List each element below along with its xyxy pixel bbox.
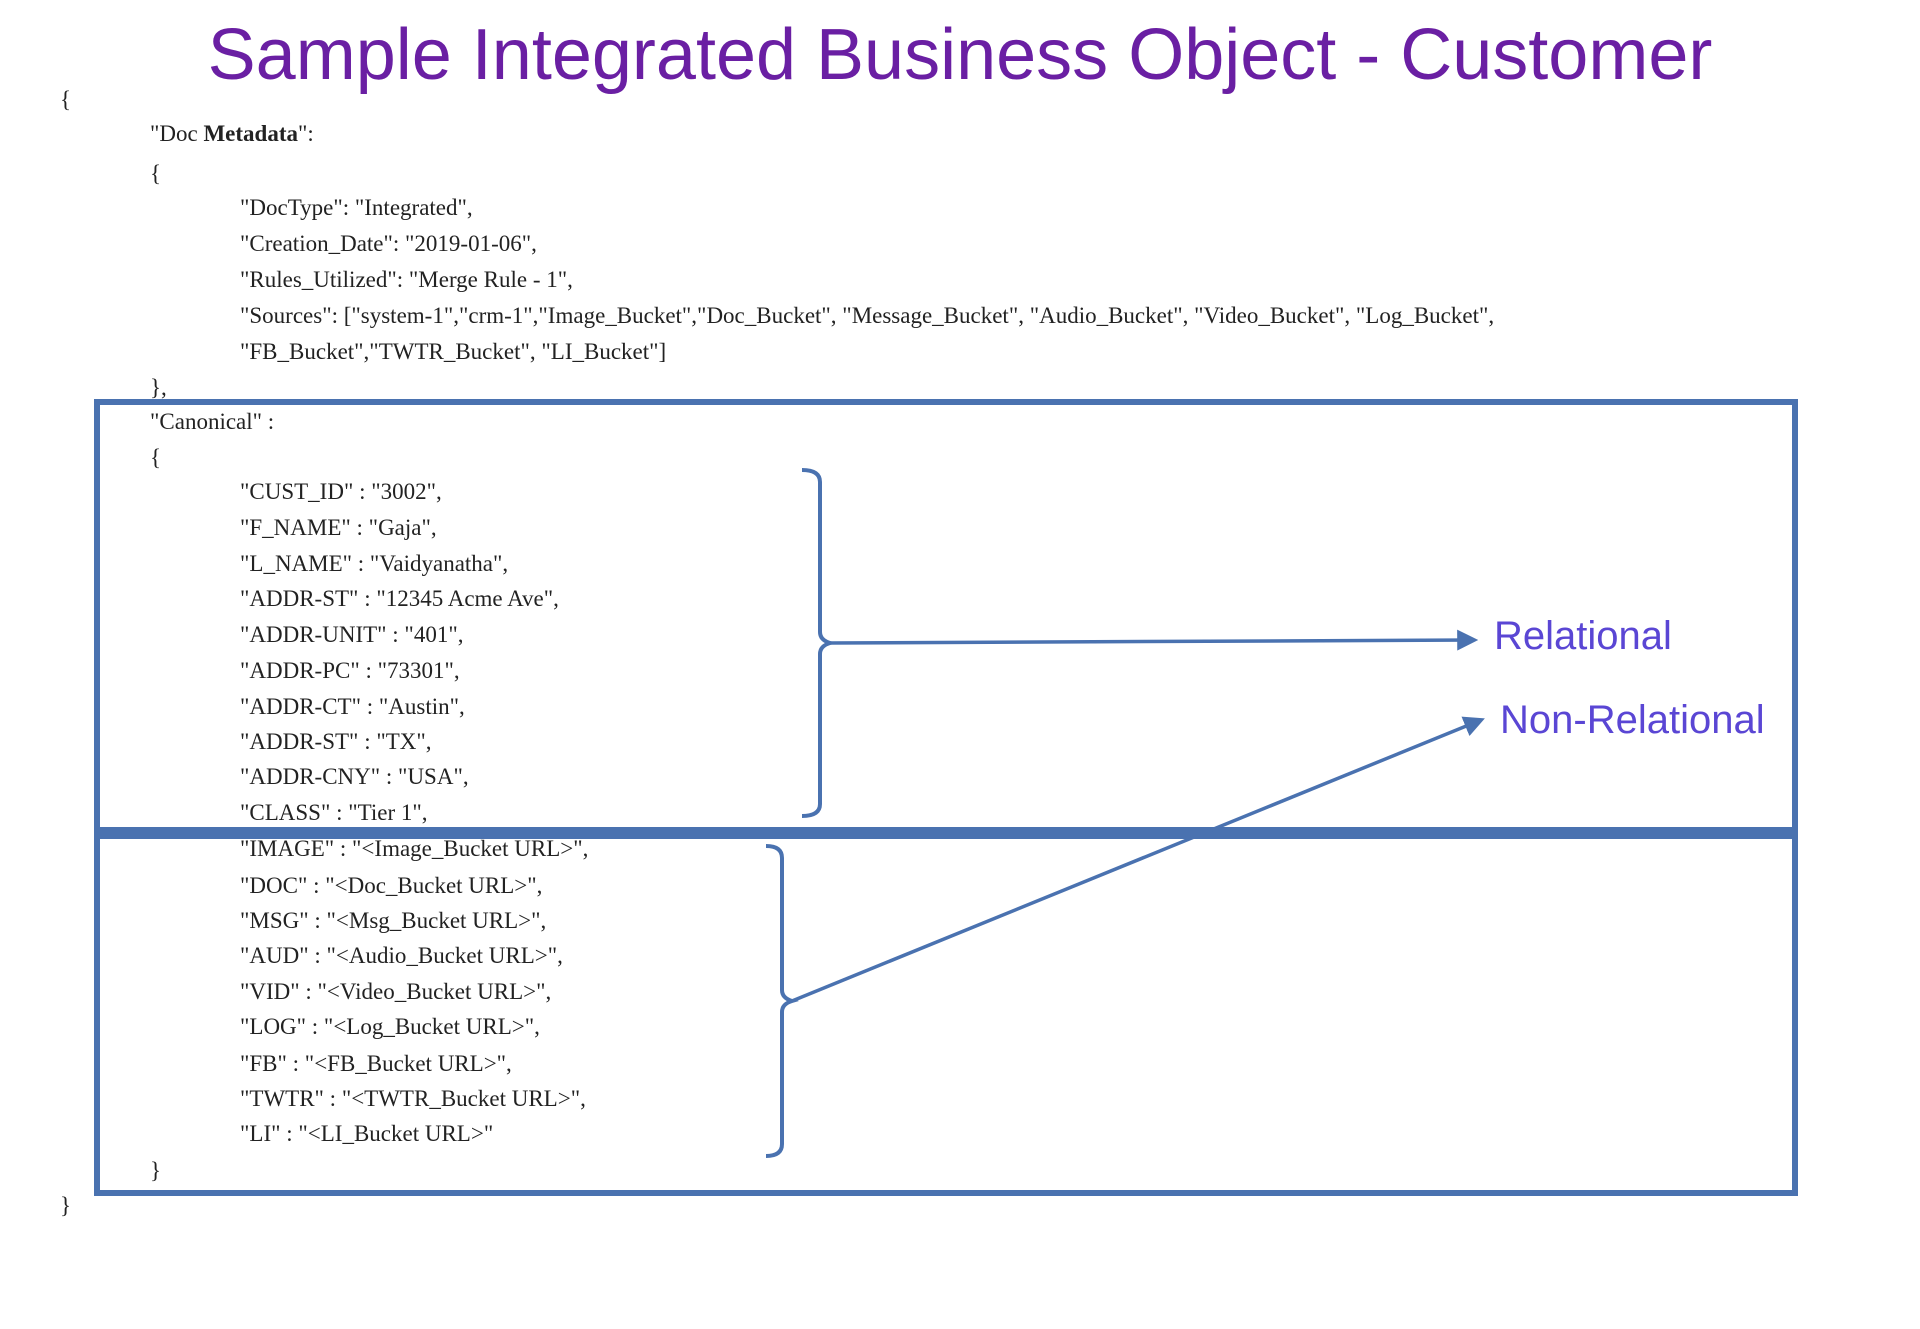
- relational-field: "ADDR-PC" : "73301",: [240, 658, 460, 683]
- relational-box: [94, 399, 1798, 833]
- metadata-line: "DocType": "Integrated",: [240, 195, 473, 220]
- canonical-close-brace: }: [150, 1158, 162, 1183]
- metadata-line: "Rules_Utilized": "Merge Rule - 1",: [240, 267, 573, 292]
- metadata-key-prefix: "Doc: [150, 121, 204, 146]
- nonrelational-field: "VID" : "<Video_Bucket URL>",: [240, 979, 552, 1004]
- nonrelational-field: "LOG" : "<Log_Bucket URL>",: [240, 1014, 540, 1039]
- canonical-open-brace: {: [150, 445, 162, 470]
- relational-field: "ADDR-ST" : "12345 Acme Ave",: [240, 586, 559, 611]
- relational-arrow: [829, 629, 1479, 651]
- relational-field: "F_NAME" : "Gaja",: [240, 515, 437, 540]
- nonrelational-box: [94, 833, 1798, 1196]
- nonrelational-arrow: [791, 716, 1485, 1003]
- metadata-line: "FB_Bucket","TWTR_Bucket", "LI_Bucket"]: [240, 339, 667, 364]
- relational-label: Relational: [1494, 614, 1672, 658]
- nonrelational-label: Non-Relational: [1500, 698, 1765, 742]
- metadata-close-brace: },: [150, 375, 167, 400]
- relational-field: "L_NAME" : "Vaidyanatha",: [240, 551, 509, 576]
- nonrelational-field: "IMAGE" : "<Image_Bucket URL>",: [240, 836, 589, 861]
- doc-open-brace: {: [60, 87, 72, 112]
- nonrelational-field: "FB" : "<FB_Bucket URL>",: [240, 1051, 512, 1076]
- canonical-key: "Canonical" :: [150, 409, 275, 434]
- nonrelational-field: "MSG" : "<Msg_Bucket URL>",: [240, 908, 547, 933]
- relational-bracket: [801, 468, 837, 818]
- relational-field: "CLASS" : "Tier 1",: [240, 800, 428, 825]
- nonrelational-field: "TWTR" : "<TWTR_Bucket URL>",: [240, 1086, 586, 1111]
- metadata-key: "Doc Metadata":: [150, 120, 314, 148]
- nonrelational-field: "LI" : "<LI_Bucket URL>": [240, 1121, 494, 1146]
- nonrelational-bracket: [765, 844, 799, 1158]
- metadata-line: "Creation_Date": "2019-01-06",: [240, 231, 537, 256]
- metadata-key-bold: Metadata: [203, 121, 298, 146]
- metadata-open-brace: {: [150, 161, 162, 186]
- relational-field: "ADDR-ST" : "TX",: [240, 729, 432, 754]
- nonrelational-field: "DOC" : "<Doc_Bucket URL>",: [240, 873, 543, 898]
- relational-field: "ADDR-CT" : "Austin",: [240, 694, 465, 719]
- page-title: Sample Integrated Business Object - Cust…: [207, 15, 1713, 95]
- relational-field: "ADDR-CNY" : "USA",: [240, 764, 469, 789]
- nonrelational-field: "AUD" : "<Audio_Bucket URL>",: [240, 943, 563, 968]
- relational-field: "CUST_ID" : "3002",: [240, 479, 442, 504]
- doc-close-brace: }: [60, 1193, 72, 1218]
- metadata-key-suffix: ":: [298, 121, 314, 146]
- relational-field: "ADDR-UNIT" : "401",: [240, 622, 464, 647]
- metadata-line: "Sources": ["system-1","crm-1","Image_Bu…: [240, 303, 1495, 328]
